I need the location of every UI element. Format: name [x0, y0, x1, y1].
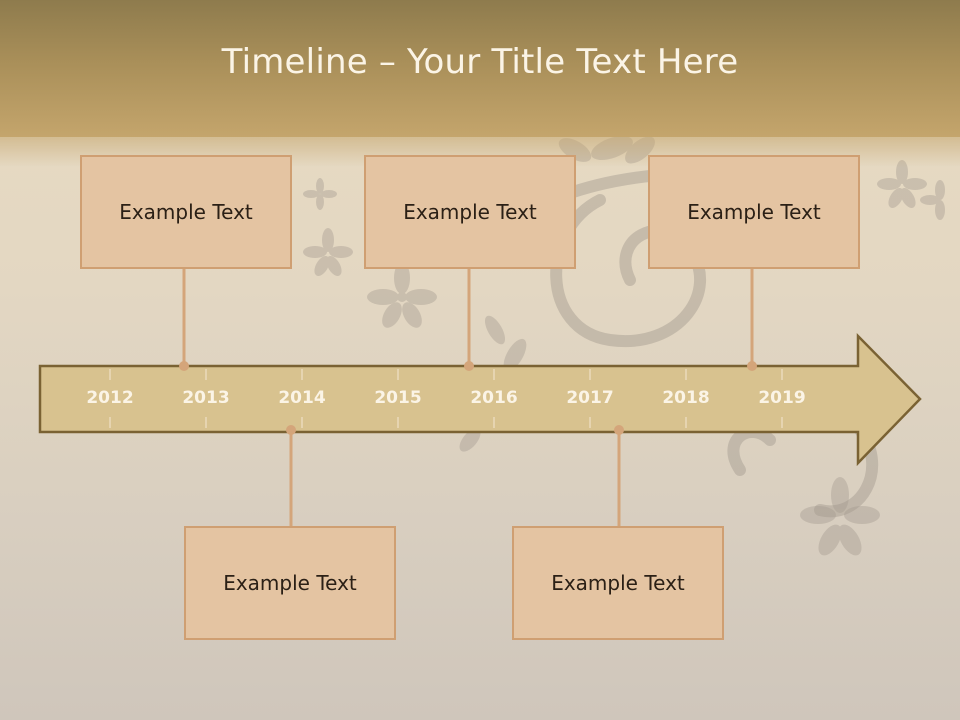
event-label: Example Text — [223, 571, 357, 595]
event-box-bottom-1[interactable]: Example Text — [184, 526, 396, 640]
year-label-2019: 2019 — [758, 388, 805, 408]
connector-dot-top-3 — [747, 361, 757, 371]
event-label: Example Text — [119, 200, 253, 224]
flower-decoration-1 — [367, 262, 437, 328]
title-bar — [0, 0, 960, 137]
event-box-top-1[interactable]: Example Text — [80, 155, 292, 269]
year-label-2015: 2015 — [374, 388, 421, 408]
year-label-2018: 2018 — [662, 388, 709, 408]
connector-dot-bottom-1 — [286, 425, 296, 435]
event-label: Example Text — [403, 200, 537, 224]
event-label: Example Text — [551, 571, 685, 595]
connector-dot-bottom-2 — [614, 425, 624, 435]
event-box-top-3[interactable]: Example Text — [648, 155, 860, 269]
event-label: Example Text — [687, 200, 821, 224]
connector-dot-top-2 — [464, 361, 474, 371]
flower-decoration-6 — [920, 180, 945, 220]
year-label-2014: 2014 — [278, 388, 325, 408]
flower-decoration-2 — [303, 228, 353, 276]
year-label-2017: 2017 — [566, 388, 613, 408]
timeline-arrow — [38, 332, 922, 467]
connector-dot-top-1 — [179, 361, 189, 371]
slide-title: Timeline – Your Title Text Here — [221, 42, 739, 82]
flower-decoration-3 — [303, 178, 337, 210]
year-label-2012: 2012 — [86, 388, 133, 408]
event-box-bottom-2[interactable]: Example Text — [512, 526, 724, 640]
year-label-2016: 2016 — [470, 388, 517, 408]
flower-decoration-5 — [800, 477, 880, 556]
event-box-top-2[interactable]: Example Text — [364, 155, 576, 269]
year-label-2013: 2013 — [182, 388, 229, 408]
